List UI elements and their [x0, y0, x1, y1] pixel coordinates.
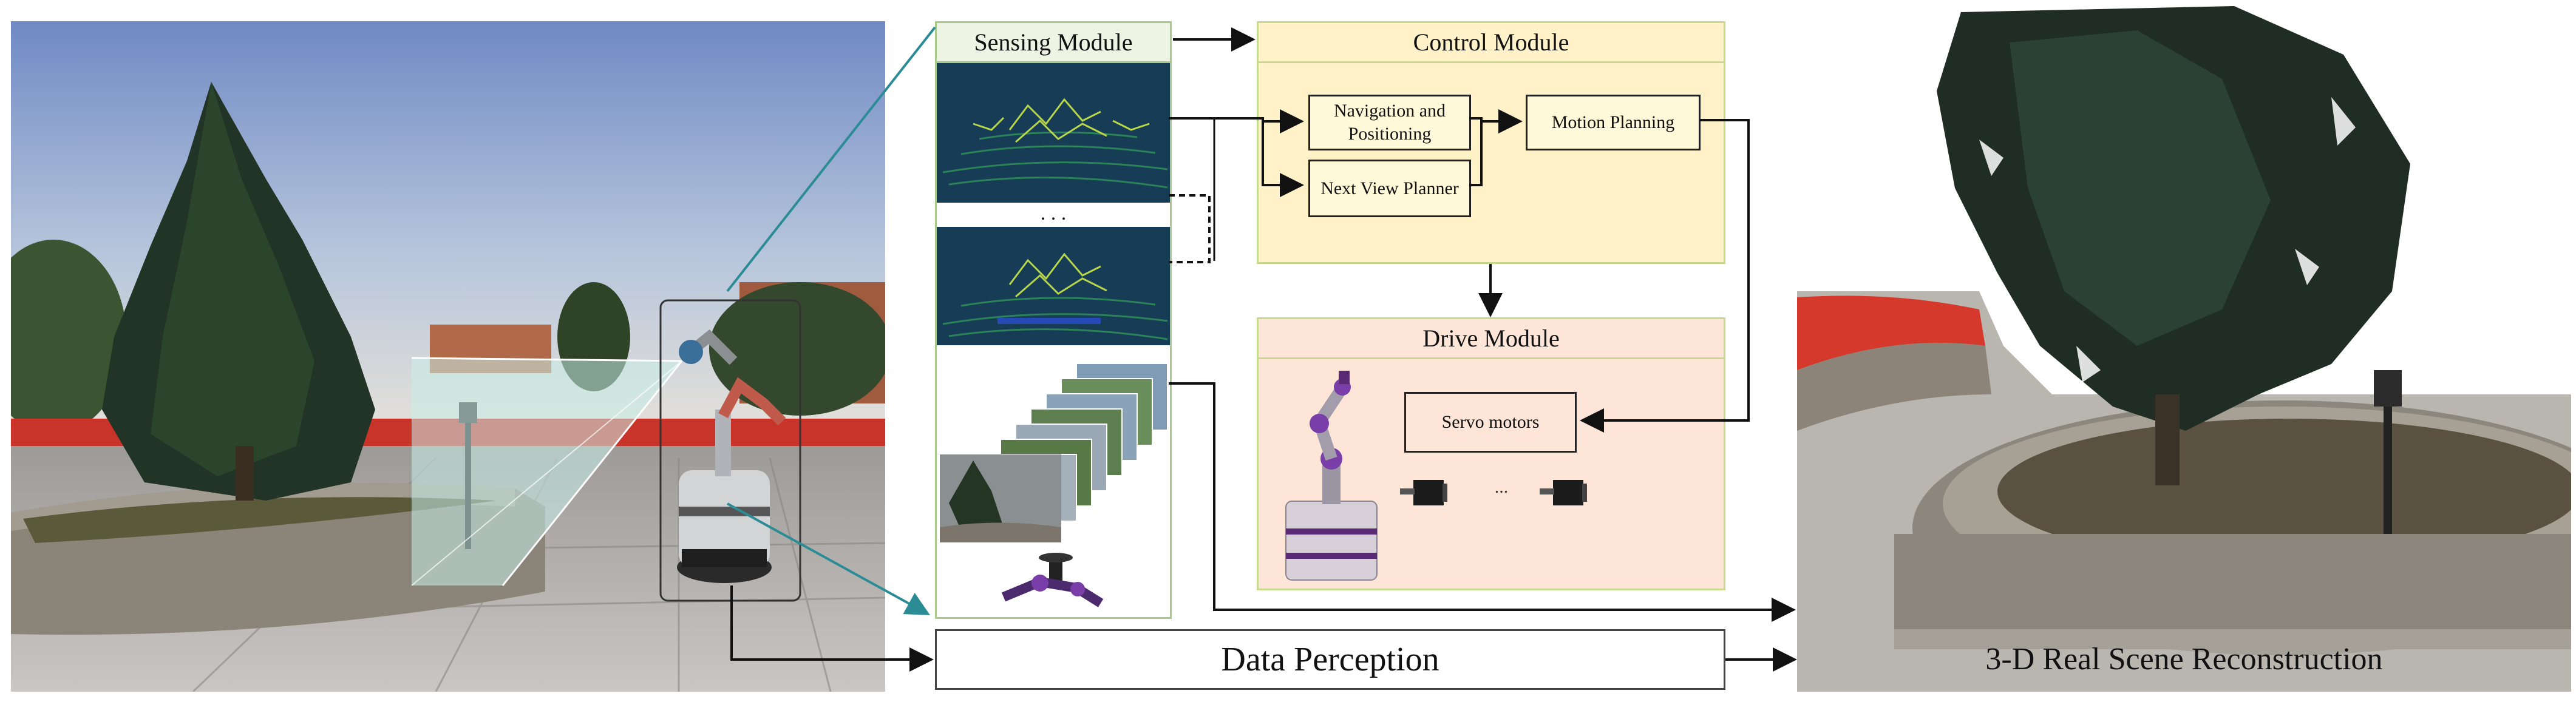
- scene-photo-drawing: [11, 21, 885, 692]
- reconstruction-drawing: [1797, 6, 2571, 692]
- servo-motor-icon-2: [1540, 480, 1587, 505]
- sensing-ellipsis: . . .: [937, 203, 1170, 227]
- sensing-module-title: Sensing Module: [937, 23, 1170, 63]
- data-perception-box: Data Perception: [935, 629, 1725, 690]
- point-cloud-frame-1: [937, 63, 1170, 203]
- servo-motors-label: Servo motors: [1441, 412, 1540, 432]
- drive-module: Drive Module Servo motors ...: [1257, 317, 1725, 590]
- servo-motor-icon-1: [1400, 480, 1447, 505]
- point-cloud-2-drawing: [942, 252, 1168, 340]
- next-view-planner-box: Next View Planner: [1308, 160, 1471, 217]
- point-cloud-frame-2: [937, 227, 1170, 345]
- motion-planning-box: Motion Planning: [1526, 95, 1701, 150]
- motion-planning-label: Motion Planning: [1551, 112, 1675, 132]
- dashed-link-pointcloud-2: [1169, 194, 1211, 263]
- drive-module-title: Drive Module: [1259, 319, 1724, 359]
- drive-robot-render: [1285, 371, 1378, 581]
- scene-photo: [11, 21, 885, 692]
- reconstruction-label: 3-D Real Scene Reconstruction: [1985, 642, 2383, 677]
- image-stack-drawing: [940, 363, 1168, 542]
- servo-motors-box: Servo motors: [1404, 392, 1577, 453]
- point-cloud-1-drawing: [942, 98, 1168, 189]
- drive-ellipsis: ...: [1494, 477, 1509, 497]
- sensing-module: Sensing Module . . .: [935, 21, 1172, 619]
- robot-pose-drawing: [1001, 553, 1104, 607]
- data-perception-label: Data Perception: [1221, 641, 1439, 678]
- control-module-title: Control Module: [1259, 23, 1724, 63]
- robot-pose-render: [937, 545, 1170, 617]
- reconstruction-caption-bar: 3-D Real Scene Reconstruction: [1797, 629, 2571, 690]
- image-sequence-stack: [937, 345, 1170, 545]
- reconstruction-render: 3-D Real Scene Reconstruction: [1797, 6, 2571, 692]
- navigation-positioning-label: Navigation and Positioning: [1333, 101, 1446, 144]
- next-view-planner-label: Next View Planner: [1320, 178, 1459, 198]
- navigation-positioning-box: Navigation and Positioning: [1308, 95, 1471, 150]
- control-module: Control Module Navigation and Positionin…: [1257, 21, 1725, 264]
